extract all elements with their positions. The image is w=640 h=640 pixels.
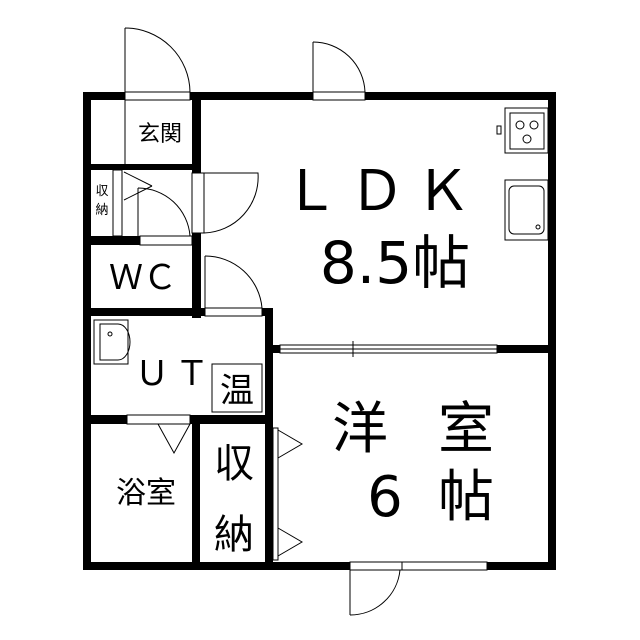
label-entrance: 玄関 <box>138 122 182 147</box>
storage-small-door <box>112 169 193 246</box>
ldk-side-door <box>191 172 259 234</box>
label-ldk: ＬＤＫ <box>283 159 481 224</box>
label-ldk-size: 8.5帖 <box>320 229 470 297</box>
label-ut: ＵＴ <box>135 354 215 394</box>
bath-door <box>126 414 191 455</box>
entrance-door <box>124 27 191 164</box>
storage-doors <box>272 427 303 561</box>
water-heater-box <box>211 363 263 413</box>
bottom-door <box>349 561 488 616</box>
sliding-door <box>279 341 498 357</box>
label-western-size-number: 6 <box>367 465 403 530</box>
label-western-room-2: 室 <box>438 397 494 462</box>
stove-icon <box>504 107 549 154</box>
label-wc: ＷＣ <box>109 258 177 298</box>
sink-icon <box>504 179 549 241</box>
label-storage-1: 収 <box>214 441 254 487</box>
exterior-walls <box>83 92 556 570</box>
counter-mark <box>496 125 502 135</box>
label-storage-2: 納 <box>214 512 254 558</box>
label-western-size-unit: 帖 <box>438 465 494 530</box>
label-bath: 浴室 <box>116 476 176 511</box>
label-water-heater: 温 <box>220 371 254 411</box>
washbasin-icon <box>93 319 131 365</box>
interior-walls <box>83 92 556 570</box>
ldk-top-door <box>312 41 366 101</box>
label-storage-small-2: 納 <box>95 203 108 218</box>
label-western-room-1: 洋 <box>332 397 388 462</box>
wc-door <box>204 255 263 317</box>
label-storage-small-1: 収 <box>95 184 108 199</box>
